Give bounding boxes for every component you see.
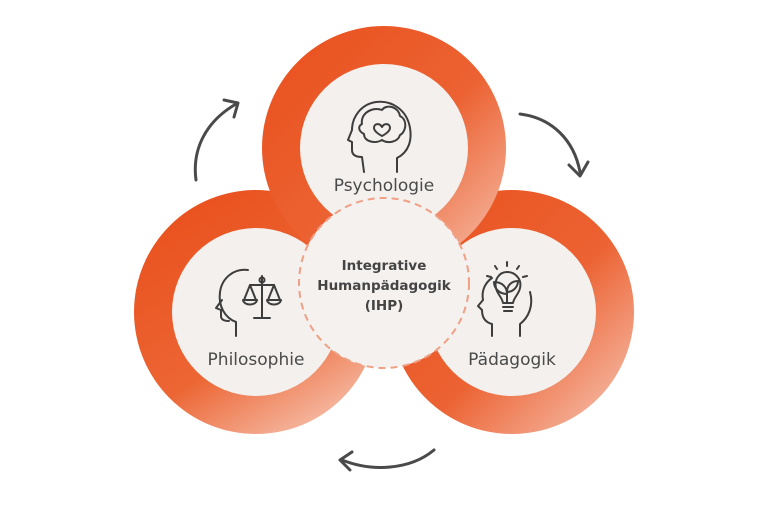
cycle-arrow-bottom-icon bbox=[338, 448, 436, 472]
disc-left bbox=[172, 228, 340, 396]
head-with-heart-brain-icon bbox=[347, 100, 412, 173]
center-title-line-1: Integrative bbox=[341, 258, 427, 274]
node-label-psychologie: Psychologie bbox=[333, 176, 435, 196]
cycle-arrow-top-right-icon bbox=[518, 112, 590, 178]
center-title: Integrative Humanpädagogik (IHP) bbox=[304, 256, 464, 316]
head-with-lightbulb-plant-icon bbox=[477, 261, 533, 337]
center-circle bbox=[298, 197, 470, 369]
center-title-line-2: Humanpädagogik bbox=[317, 278, 451, 294]
center-title-line-3: (IHP) bbox=[364, 298, 404, 314]
head-with-scales-icon bbox=[215, 268, 282, 337]
disc-top bbox=[300, 64, 468, 232]
cycle-arrow-top-left-icon bbox=[193, 98, 240, 182]
node-label-paedagogik: Pädagogik bbox=[468, 350, 556, 370]
node-label-philosophie: Philosophie bbox=[207, 350, 305, 370]
